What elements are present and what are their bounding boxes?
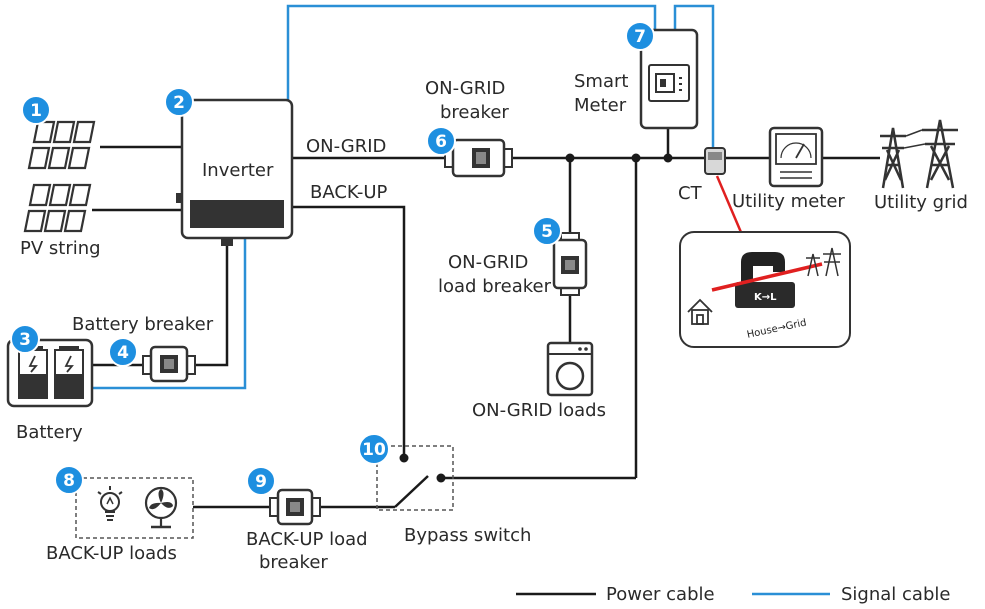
battery-icon <box>6 338 94 408</box>
badge-6-text: 6 <box>435 132 447 152</box>
house-icon <box>687 298 713 325</box>
on-grid-breaker-icon <box>444 138 513 178</box>
pv-string-label: PV string <box>20 238 101 259</box>
utility-grid-label: Utility grid <box>874 192 968 213</box>
badge-9: 9 <box>246 466 276 496</box>
junction-dot <box>631 153 641 163</box>
power-cables <box>92 128 880 509</box>
backup-load-breaker-icon <box>269 488 321 526</box>
badge-8-text: 8 <box>63 471 75 491</box>
pv-panel-icon <box>23 120 96 233</box>
ct-clamp-icon <box>704 147 726 175</box>
backup-loads-icon <box>75 477 194 539</box>
fan-icon <box>144 486 178 529</box>
backup-loads-label: BACK-UP loads <box>46 543 177 564</box>
battery-label: Battery <box>16 422 83 443</box>
badge-5-text: 5 <box>541 222 553 242</box>
badge-3: 3 <box>10 324 40 354</box>
battery-power-cable <box>195 238 229 367</box>
badge-6: 6 <box>426 126 456 156</box>
on-grid-label: ON-GRID <box>306 136 386 157</box>
badge-1: 1 <box>21 95 51 125</box>
backup-cable <box>292 205 406 458</box>
legend-signal-label: Signal cable <box>841 584 950 605</box>
badge-8: 8 <box>54 465 84 495</box>
badge-9-text: 9 <box>255 472 267 492</box>
on-grid-load-breaker-label-line2: load breaker <box>438 276 552 297</box>
legend-power-label: Power cable <box>606 584 715 605</box>
badge-4: 4 <box>108 337 138 367</box>
washing-machine-icon <box>546 341 594 397</box>
ct-label: CT <box>678 183 703 204</box>
text-labels: PV string Inverter ON-GRID BACK-UP ON-GR… <box>16 71 968 573</box>
badge-4-text: 4 <box>117 343 129 363</box>
on-grid-breaker-label-line1: ON-GRID <box>425 78 505 99</box>
signal-cables <box>92 4 715 390</box>
ct-detail-panel: K→L House→Grid <box>679 231 851 348</box>
junction-dot <box>663 153 673 163</box>
badge-5: 5 <box>532 216 562 246</box>
backup-load-breaker-label-line2: breaker <box>259 552 328 573</box>
utility-grid-tower-icon <box>880 119 958 189</box>
signal-cable-inverter-meter <box>286 4 657 100</box>
on-grid-breaker-label-line2: breaker <box>440 102 509 123</box>
badge-1-text: 1 <box>30 101 42 121</box>
badge-2-text: 2 <box>173 93 185 113</box>
badge-3-text: 3 <box>19 330 31 350</box>
badge-10: 10 <box>358 433 390 465</box>
utility-meter-icon <box>768 126 824 188</box>
utility-meter-label: Utility meter <box>732 191 845 212</box>
bypass-switch-icon <box>376 445 454 511</box>
number-badges: 1 2 3 4 5 6 7 8 <box>10 21 655 496</box>
on-grid-loads-label: ON-GRID loads <box>472 400 606 421</box>
smart-meter-label-line1: Smart <box>574 71 628 92</box>
ct-detail-cable <box>711 262 823 292</box>
smart-meter-label-line2: Meter <box>574 95 627 116</box>
on-grid-load-breaker-label-line1: ON-GRID <box>448 252 528 273</box>
grid-tower-small-icon <box>806 247 841 277</box>
ct-marking: K→L <box>754 292 777 303</box>
inverter-unit <box>176 98 294 246</box>
backup-load-breaker-label-line1: BACK-UP load <box>246 529 368 550</box>
back-up-label: BACK-UP <box>310 182 387 203</box>
legend: Power cable Signal cable <box>516 584 950 605</box>
battery-breaker-label: Battery breaker <box>72 314 214 335</box>
light-bulb-icon <box>97 486 123 521</box>
badge-2: 2 <box>164 87 194 117</box>
battery-breaker-icon <box>142 345 196 383</box>
junction-dots <box>565 153 673 163</box>
on-grid-load-breaker-icon <box>552 232 588 296</box>
badge-7-text: 7 <box>634 27 646 47</box>
smart-meter-icon <box>639 28 699 130</box>
inverter-label: Inverter <box>202 160 274 181</box>
signal-cable-inverter-battery <box>92 238 247 390</box>
junction-dot <box>565 153 575 163</box>
signal-cable-meter-ct <box>673 4 715 150</box>
bypass-switch-label: Bypass switch <box>404 525 531 546</box>
badge-10-text: 10 <box>362 440 386 460</box>
badge-7: 7 <box>625 21 655 51</box>
